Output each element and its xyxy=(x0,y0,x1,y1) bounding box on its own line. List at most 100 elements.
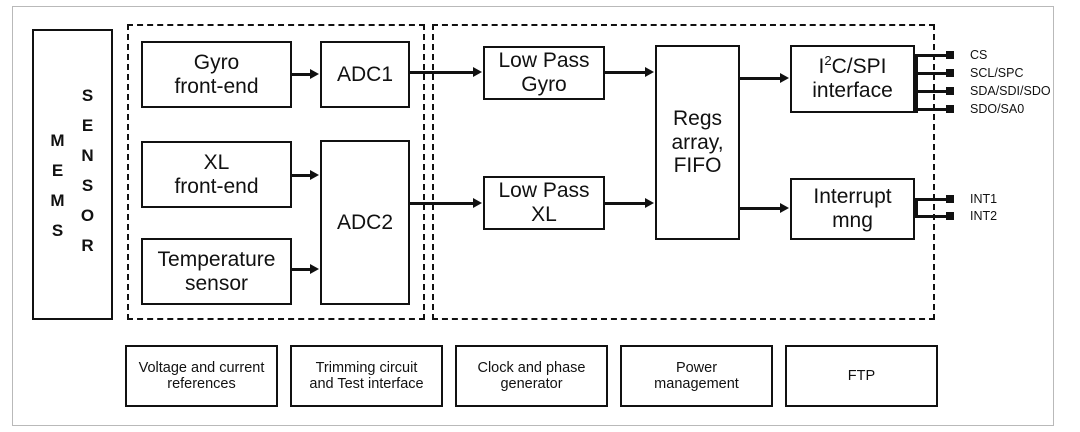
sensor-letter: S xyxy=(81,175,94,195)
regs-array-fifo-label-line1: Regs xyxy=(672,106,723,130)
pin-square-sdo-sa0 xyxy=(946,105,954,113)
arrowhead-lowpass-xl-to-regs xyxy=(645,198,654,208)
trimming-circuit-label-line2: and Test interface xyxy=(309,376,424,392)
pin-line-int1 xyxy=(915,198,948,201)
arrowhead-regs-to-i2c-spi xyxy=(780,73,789,83)
voltage-references-label-line2: references xyxy=(167,376,236,392)
sensor-letter-column: S E N S O R xyxy=(80,81,96,261)
pin-square-cs xyxy=(946,51,954,59)
adc1-block: ADC1 xyxy=(320,41,410,108)
mems-sensor-block: M E M S S E N S O R xyxy=(32,29,113,320)
xl-front-end-label-line2: front-end xyxy=(174,174,259,198)
pin-line-int2 xyxy=(915,215,948,218)
wire-regs-to-i2c-spi xyxy=(740,77,782,80)
diagram-outer-frame xyxy=(12,6,1054,426)
xl-front-end-block: XL front-end xyxy=(141,141,292,208)
sensor-letter: E xyxy=(81,115,94,135)
mems-letter: M xyxy=(50,190,65,210)
interrupt-mng-block: Interrupt mng xyxy=(790,178,915,240)
pin-line-sda-sdi-sdo xyxy=(915,90,948,93)
gyro-front-end-label-line1: Gyro xyxy=(193,50,240,74)
arrowhead-adc1-to-lowpass-gyro xyxy=(473,67,482,77)
pin-line-scl-spc xyxy=(915,72,948,75)
wire-temp-to-adc2 xyxy=(292,268,312,271)
gyro-front-end-label-line2: front-end xyxy=(174,74,259,98)
pin-label-cs: CS xyxy=(970,48,988,62)
pin-square-int1 xyxy=(946,195,954,203)
low-pass-gyro-block: Low Pass Gyro xyxy=(483,46,605,100)
pin-line-cs xyxy=(915,54,948,57)
interrupt-mng-label-line2: mng xyxy=(832,209,873,232)
power-management-label-line1: Power xyxy=(675,359,718,376)
clock-generator-label-line1: Clock and phase xyxy=(477,359,586,376)
low-pass-xl-block: Low Pass XL xyxy=(483,176,605,230)
analog-front-end-group xyxy=(127,24,425,320)
power-management-block: Power management xyxy=(620,345,773,407)
arrowhead-regs-to-interrupt xyxy=(780,203,789,213)
wire-regs-to-interrupt xyxy=(740,207,782,210)
i2c-prefix: I xyxy=(818,55,825,79)
voltage-current-references-block: Voltage and current references xyxy=(125,345,278,407)
sensor-letter: R xyxy=(81,235,94,255)
regs-array-fifo-label-line2: array, xyxy=(671,130,724,154)
i2c-suffix: C/SPI xyxy=(831,55,887,79)
wire-gyro-to-adc1 xyxy=(292,73,312,76)
mems-letter: E xyxy=(51,160,64,180)
arrowhead-lowpass-gyro-to-regs xyxy=(645,67,654,77)
wire-xl-to-adc2 xyxy=(292,174,312,177)
sensor-letter: S xyxy=(81,85,94,105)
arrowhead-temp-to-adc2 xyxy=(310,264,319,274)
low-pass-xl-label-line2: XL xyxy=(531,203,557,226)
low-pass-gyro-label-line2: Gyro xyxy=(521,73,567,96)
mems-letter: M xyxy=(50,130,65,150)
interface-bus-stub xyxy=(915,55,918,113)
low-pass-xl-label-line1: Low Pass xyxy=(498,179,590,203)
sensor-letter: O xyxy=(80,205,95,225)
arrowhead-xl-to-adc2 xyxy=(310,170,319,180)
interrupt-bus-stub xyxy=(915,199,918,217)
adc2-block: ADC2 xyxy=(320,140,410,305)
i2c-spi-label-line2: interface xyxy=(812,79,893,102)
i2c-spi-label-line1: I2C/SPI xyxy=(812,53,893,79)
pin-square-sda-sdi-sdo xyxy=(946,87,954,95)
wire-adc2-to-lowpass-xl xyxy=(410,202,475,205)
power-management-label-line2: management xyxy=(654,376,739,392)
pin-line-sdo-sa0 xyxy=(915,108,948,111)
mems-letter: S xyxy=(51,220,64,240)
clock-generator-label-line2: generator xyxy=(500,376,563,392)
regs-array-fifo-block: Regs array, FIFO xyxy=(655,45,740,240)
trimming-test-interface-block: Trimming circuit and Test interface xyxy=(290,345,443,407)
voltage-references-label-line1: Voltage and current xyxy=(138,359,265,376)
low-pass-gyro-label-line1: Low Pass xyxy=(498,49,590,73)
ftp-label-line1: FTP xyxy=(847,367,876,384)
gyro-front-end-block: Gyro front-end xyxy=(141,41,292,108)
regs-array-fifo-label-line3: FIFO xyxy=(673,154,722,178)
adc2-label: ADC2 xyxy=(336,210,394,234)
pin-square-int2 xyxy=(946,212,954,220)
pin-label-int2: INT2 xyxy=(970,209,998,223)
temperature-sensor-block: Temperature sensor xyxy=(141,238,292,305)
wire-adc1-to-lowpass-gyro xyxy=(410,71,475,74)
ftp-block: FTP xyxy=(785,345,938,407)
trimming-circuit-label-line1: Trimming circuit xyxy=(315,359,418,376)
interrupt-mng-label-line1: Interrupt xyxy=(813,185,892,209)
temperature-sensor-label-line2: sensor xyxy=(184,271,248,295)
adc1-label: ADC1 xyxy=(336,62,394,86)
pin-square-scl-spc xyxy=(946,69,954,77)
pin-label-int1: INT1 xyxy=(970,192,998,206)
pin-label-sdo-sa0: SDO/SA0 xyxy=(970,102,1025,116)
wire-lowpass-gyro-to-regs xyxy=(605,71,647,74)
sensor-letter: N xyxy=(81,145,94,165)
i2c-superscript: 2 xyxy=(824,53,832,69)
mems-letter-column: M E M S xyxy=(50,126,66,246)
arrowhead-gyro-to-adc1 xyxy=(310,69,319,79)
clock-phase-generator-block: Clock and phase generator xyxy=(455,345,608,407)
xl-front-end-label-line1: XL xyxy=(203,150,230,174)
pin-label-scl-spc: SCL/SPC xyxy=(970,66,1024,80)
temperature-sensor-label-line1: Temperature xyxy=(157,247,276,271)
digital-section-group xyxy=(432,24,935,320)
pin-label-sda-sdi-sdo: SDA/SDI/SDO xyxy=(970,84,1051,98)
wire-lowpass-xl-to-regs xyxy=(605,202,647,205)
arrowhead-adc2-to-lowpass-xl xyxy=(473,198,482,208)
